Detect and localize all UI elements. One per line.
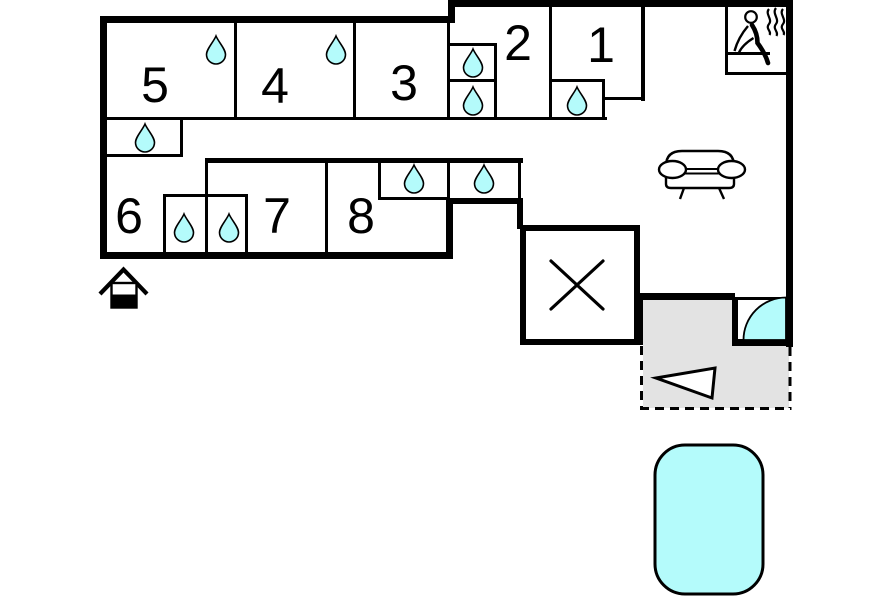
water-drop-icon (566, 84, 588, 116)
sofa-icon (657, 149, 747, 200)
terrace-arrow-icon (650, 366, 717, 401)
wall-segment (725, 0, 728, 75)
wall-segment (786, 0, 793, 347)
house-icon (98, 266, 149, 309)
terrace-dashed-border (640, 346, 792, 410)
wall-segment (100, 154, 183, 157)
wall-segment (549, 7, 552, 120)
sauna-person-body (749, 22, 771, 66)
water-drop-icon (218, 211, 240, 243)
wall-segment (447, 163, 450, 200)
room-label-3: 3 (390, 55, 418, 111)
wall-segment (447, 43, 497, 46)
corner-bath-icon (742, 296, 787, 341)
room-label-7: 7 (263, 188, 291, 244)
wall-segment (517, 198, 523, 229)
wall-segment (518, 163, 521, 201)
sauna-person-head (744, 10, 758, 24)
room-labels: 1 2 3 4 5 6 7 8 (115, 15, 615, 244)
wall-segment (641, 0, 645, 101)
wall-segment (447, 23, 450, 120)
wall-segment (100, 16, 455, 23)
wall-segment (732, 297, 738, 345)
sauna-icon (726, 7, 786, 66)
water-drop-icon (134, 121, 156, 153)
wall-segment (446, 198, 453, 259)
wall-segment (549, 79, 605, 82)
wall-segment (163, 194, 248, 197)
wall-segment (100, 16, 107, 259)
sofa-legs (678, 187, 726, 200)
wall-segment (738, 297, 786, 300)
wall-segment (446, 198, 523, 204)
sauna-person-leg (737, 36, 755, 54)
wall-segment (245, 194, 248, 258)
wall-segment (520, 225, 640, 231)
wall-segment (448, 0, 455, 20)
wall-segment (520, 225, 526, 345)
room-label-2: 2 (504, 15, 532, 71)
wall-segment (732, 339, 793, 346)
walls (100, 0, 793, 347)
house-body-fill (111, 294, 137, 308)
wall-segment (100, 252, 453, 259)
wall-segment (448, 0, 793, 7)
room-label-8: 8 (347, 188, 375, 244)
wall-segment (180, 117, 183, 157)
sauna-steam (766, 7, 786, 37)
wall-segment (378, 197, 450, 200)
wall-segment (205, 163, 208, 258)
room-label-5: 5 (141, 57, 169, 113)
sofa-armrest-right (716, 159, 747, 180)
water-drop-icon (403, 162, 425, 194)
pool (653, 443, 765, 596)
cross-marker-icon (549, 259, 605, 311)
wall-segment (602, 97, 645, 100)
water-drops (134, 33, 588, 243)
water-drop-icon (462, 46, 484, 78)
water-drop-icon (173, 211, 195, 243)
water-drop-icon (462, 84, 484, 116)
sofa-armrest-left (657, 159, 688, 180)
wall-segment (634, 225, 640, 345)
wall-segment (447, 79, 497, 82)
room-label-4: 4 (261, 58, 289, 114)
room-label-1: 1 (587, 17, 615, 73)
wall-segment (520, 339, 640, 345)
room-label-6: 6 (115, 188, 143, 244)
wall-segment (637, 293, 643, 345)
wall-segment (725, 72, 788, 75)
wall-segment (325, 163, 328, 258)
house-roof (98, 266, 149, 296)
water-drop-icon (473, 162, 495, 194)
wall-segment (205, 158, 523, 163)
wall-segment (378, 163, 381, 200)
wall-segment (353, 23, 356, 120)
wall-segment (163, 194, 166, 258)
wall-segment (234, 23, 237, 120)
sauna-person-arm (733, 25, 749, 52)
water-drop-icon (325, 33, 347, 65)
water-drop-icon (205, 33, 227, 65)
wall-segment (637, 293, 735, 300)
